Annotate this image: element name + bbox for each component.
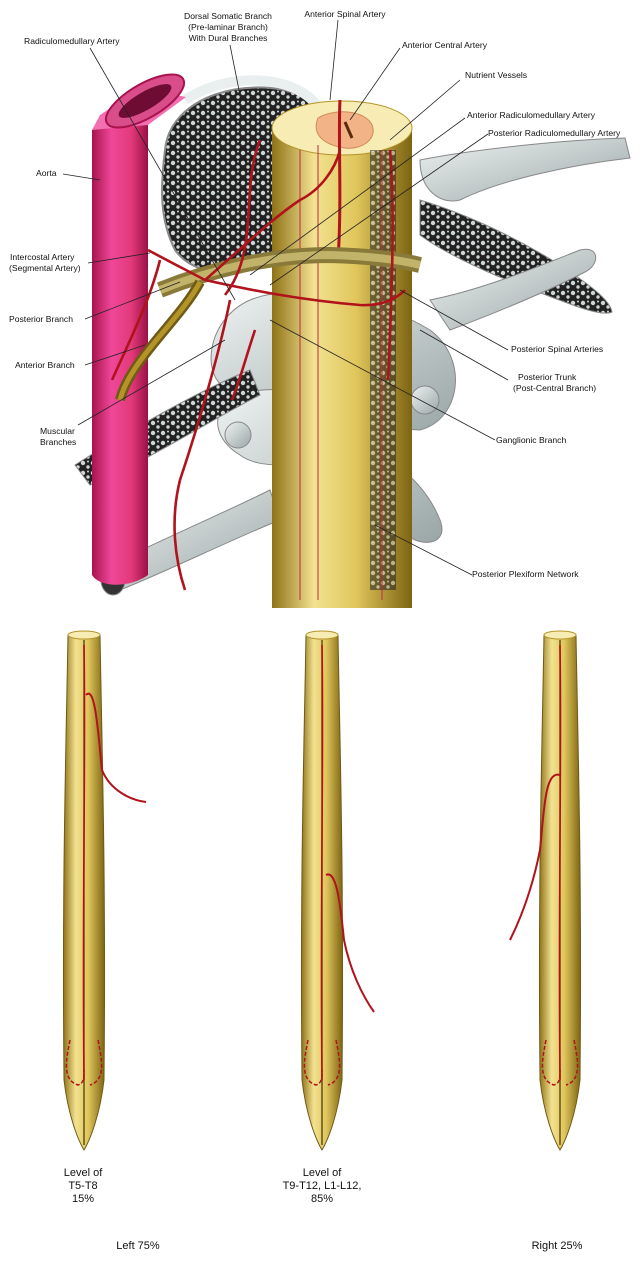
label-posterior-branch: Posterior Branch xyxy=(9,314,73,324)
caption-left-percent: Left 75% xyxy=(116,1240,160,1252)
label-ant-radiculomedullary: Anterior Radiculomedullary Artery xyxy=(467,110,596,120)
label-anterior-central: Anterior Central Artery xyxy=(402,40,488,50)
caption-right-percent: Right 25% xyxy=(532,1240,583,1252)
leader-dorsal-somatic xyxy=(230,45,240,95)
label-dorsal-somatic-2: (Pre-laminar Branch) xyxy=(188,22,268,32)
caption-middle-level-1: Level of xyxy=(303,1167,342,1179)
caption-left-level-2: T5-T8 xyxy=(68,1180,97,1192)
label-anterior-branch: Anterior Branch xyxy=(15,360,75,370)
label-intercostal-2: (Segmental Artery) xyxy=(9,263,81,273)
label-post-radiculomedullary: Posterior Radiculomedullary Artery xyxy=(488,128,621,138)
cord-middle xyxy=(301,631,374,1150)
label-plexiform: Posterior Plexiform Network xyxy=(472,569,579,579)
label-muscular-1: Muscular xyxy=(40,426,75,436)
label-nutrient: Nutrient Vessels xyxy=(465,70,527,80)
label-posterior-trunk-1: Posterior Trunk xyxy=(518,372,577,382)
label-aorta: Aorta xyxy=(36,168,57,178)
caption-middle-level-3: 85% xyxy=(311,1193,333,1205)
label-intercostal-1: Intercostal Artery xyxy=(10,252,75,262)
label-radiculomedullary: Radiculomedullary Artery xyxy=(24,36,120,46)
label-dorsal-somatic-3: With Dural Branches xyxy=(189,33,268,43)
caption-left-level-1: Level of xyxy=(64,1167,103,1179)
label-muscular-2: Branches xyxy=(40,437,76,447)
cord-captions: Level of T5-T8 15% Level of T9-T12, L1-L… xyxy=(64,1167,583,1252)
cord-left xyxy=(63,631,146,1150)
label-dorsal-somatic-1: Dorsal Somatic Branch xyxy=(184,11,272,21)
cord-right xyxy=(510,631,581,1150)
label-ganglionic: Ganglionic Branch xyxy=(496,435,566,445)
leader-anterior-spinal xyxy=(330,20,338,100)
caption-middle-level-2: T9-T12, L1-L12, xyxy=(283,1180,362,1192)
leader-nutrient xyxy=(390,80,460,140)
label-posterior-trunk-2: (Post-Central Branch) xyxy=(513,383,596,393)
label-anterior-spinal: Anterior Spinal Artery xyxy=(304,9,386,19)
label-posterior-spinal: Posterior Spinal Arteries xyxy=(511,344,603,354)
caption-left-level-3: 15% xyxy=(72,1193,94,1205)
